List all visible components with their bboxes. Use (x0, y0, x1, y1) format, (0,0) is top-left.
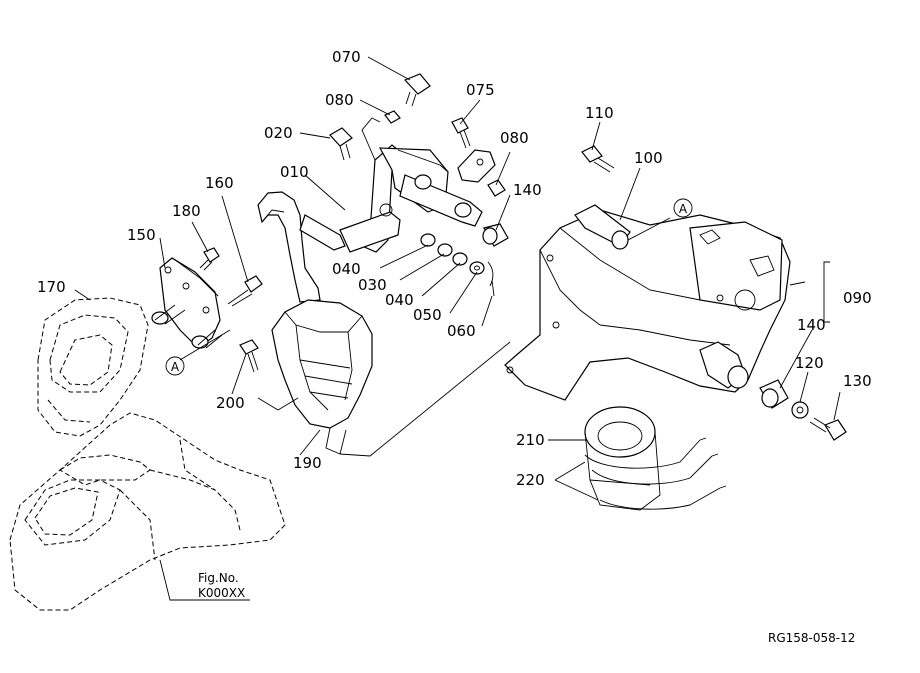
callout-030: 030 (358, 276, 387, 294)
bushing-140b (759, 379, 789, 409)
callout-040-right: 040 (385, 291, 414, 309)
bolt-130 (809, 417, 847, 441)
joystick-lever (257, 191, 373, 455)
callout-190: 190 (293, 454, 322, 472)
callout-labels: 070 080 075 020 080 110 010 100 160 180 … (37, 48, 872, 489)
callout-040-left: 040 (332, 260, 361, 278)
callout-075: 075 (466, 81, 495, 99)
figure-reference: Fig.No. K000XX (198, 571, 245, 600)
callout-140-lower: 140 (797, 316, 826, 334)
armrest-pad (37, 297, 149, 437)
collar-040b (452, 252, 468, 266)
bracket-150 (151, 257, 223, 349)
callout-220: 220 (516, 471, 545, 489)
lever-assembly-010 (299, 117, 483, 253)
drawing-code: RG158-058-12 (768, 631, 855, 645)
screw-180 (199, 247, 220, 271)
callout-050: 050 (413, 306, 442, 324)
washer-120 (791, 401, 809, 419)
callout-180: 180 (172, 202, 201, 220)
marker-a-2-text: A (679, 202, 688, 216)
callout-130: 130 (843, 372, 872, 390)
collar-030 (437, 243, 453, 257)
callout-160: 160 (205, 174, 234, 192)
callout-150: 150 (127, 226, 156, 244)
callout-080-upper: 080 (325, 91, 354, 109)
nut-080a (384, 110, 401, 124)
callout-090: 090 (843, 289, 872, 307)
pin-060 (487, 261, 495, 297)
callout-100: 100 (634, 149, 663, 167)
fig-no-code: K000XX (198, 586, 245, 600)
marker-a-2: A (673, 198, 693, 218)
bolt-110 (581, 145, 615, 173)
boot-210 (584, 406, 661, 511)
main-frame-100 (504, 204, 791, 401)
collar-040a (420, 233, 436, 247)
callout-080-right: 080 (500, 129, 529, 147)
callout-210: 210 (516, 431, 545, 449)
fig-no-label: Fig.No. (198, 571, 239, 585)
callout-120: 120 (795, 354, 824, 372)
callout-010: 010 (280, 163, 309, 181)
callout-070: 070 (332, 48, 361, 66)
leader-lines (74, 56, 841, 601)
link-arm-075 (457, 149, 496, 183)
clamp-220 (584, 437, 727, 510)
callout-170: 170 (37, 278, 66, 296)
callout-020: 020 (264, 124, 293, 142)
pin-075 (451, 117, 471, 149)
bolt-020 (329, 127, 353, 161)
bolt-160 (227, 275, 263, 307)
screw-200 (239, 339, 259, 373)
washer-050 (469, 261, 485, 275)
callout-060: 060 (447, 322, 476, 340)
callout-200: 200 (216, 394, 245, 412)
callout-110: 110 (585, 104, 614, 122)
console-cover (9, 412, 286, 611)
bolt-070 (403, 73, 431, 107)
nut-080b (487, 179, 506, 197)
marker-a-1-text: A (171, 360, 180, 374)
marker-a-1: A (165, 356, 185, 376)
callout-140-upper: 140 (513, 181, 542, 199)
bushing-140a (482, 223, 509, 247)
